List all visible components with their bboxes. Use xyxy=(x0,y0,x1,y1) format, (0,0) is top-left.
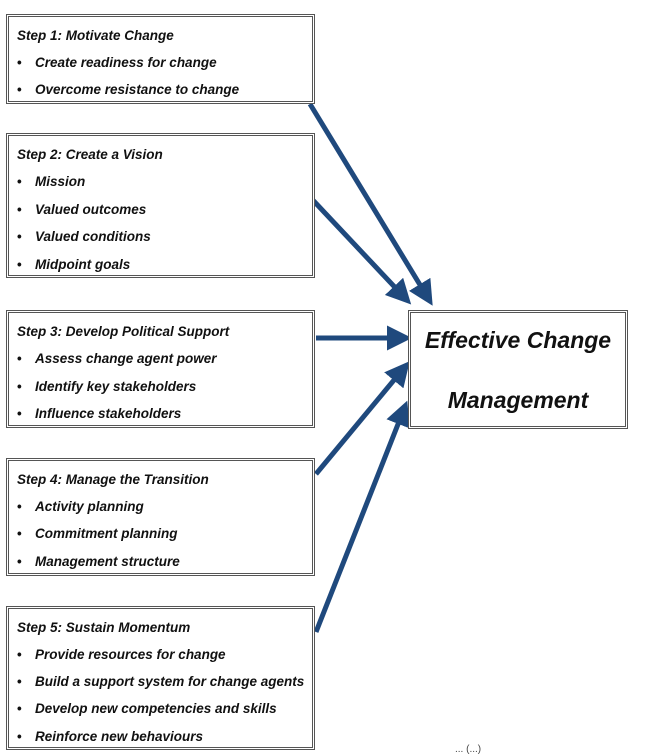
arrow-step5 xyxy=(313,400,410,633)
bullet-icon: • xyxy=(17,55,22,70)
bullet-icon: • xyxy=(17,674,22,689)
bullet-icon: • xyxy=(17,82,22,97)
step-3-box: Step 3: Develop Political Support •Asses… xyxy=(6,310,315,428)
step-4-title: Step 4: Manage the Transition xyxy=(17,472,209,487)
bullet-icon: • xyxy=(17,554,22,569)
bullet-icon: • xyxy=(17,174,22,189)
step-5-item: •Develop new competencies and skills xyxy=(17,701,277,716)
target-title: Effective Change Management xyxy=(425,295,611,445)
step-1-title: Step 1: Motivate Change xyxy=(17,28,174,43)
bullet-icon: • xyxy=(17,406,22,421)
step-4-box: Step 4: Manage the Transition •Activity … xyxy=(6,458,315,576)
step-4-item: •Commitment planning xyxy=(17,526,178,541)
step-5-item: •Build a support system for change agent… xyxy=(17,674,305,689)
target-title-line-1: Effective Change xyxy=(424,326,612,353)
bullet-icon: • xyxy=(17,379,22,394)
target-title-line-2: Management xyxy=(447,386,589,413)
step-4-item: •Management structure xyxy=(17,554,180,569)
step-3-item: •Identify key stakeholders xyxy=(17,379,197,394)
step-3-title: Step 3: Develop Political Support xyxy=(17,324,230,339)
bullet-icon: • xyxy=(17,351,22,366)
bullet-icon: • xyxy=(17,729,22,744)
arrow-step2 xyxy=(307,194,412,305)
effective-change-management-box: Effective Change Management xyxy=(408,310,628,429)
step-5-item: •Provide resources for change xyxy=(17,647,226,662)
step-1-box: Step 1: Motivate Change •Create readines… xyxy=(6,14,315,104)
step-2-title: Step 2: Create a Vision xyxy=(17,147,163,162)
step-1-item: •Overcome resistance to change xyxy=(17,82,240,97)
step-5-item: •Reinforce new behaviours xyxy=(17,729,204,744)
bullet-icon: • xyxy=(17,499,22,514)
bullet-icon: • xyxy=(17,647,22,662)
step-2-box: Step 2: Create a Vision •Mission •Valued… xyxy=(6,133,315,278)
step-1-item: •Create readiness for change xyxy=(17,55,217,70)
step-5-box: Step 5: Sustain Momentum •Provide resour… xyxy=(6,606,315,750)
step-3-item: •Influence stakeholders xyxy=(17,406,182,421)
bullet-icon: • xyxy=(17,229,22,244)
bullet-icon: • xyxy=(17,257,22,272)
bullet-icon: • xyxy=(17,526,22,541)
step-2-item: •Valued outcomes xyxy=(17,202,147,217)
step-4-item: •Activity planning xyxy=(17,499,144,514)
bullet-icon: • xyxy=(17,202,22,217)
bullet-icon: • xyxy=(17,701,22,716)
step-2-item: •Valued conditions xyxy=(17,229,151,244)
source-note: ... (...) xyxy=(455,744,482,755)
arrow-step1 xyxy=(307,102,433,306)
step-2-item: •Midpoint goals xyxy=(17,257,131,272)
step-5-title: Step 5: Sustain Momentum xyxy=(17,620,191,635)
step-2-item: •Mission xyxy=(17,174,86,189)
arrow-step4 xyxy=(314,361,410,476)
step-3-item: •Assess change agent power xyxy=(17,351,217,366)
